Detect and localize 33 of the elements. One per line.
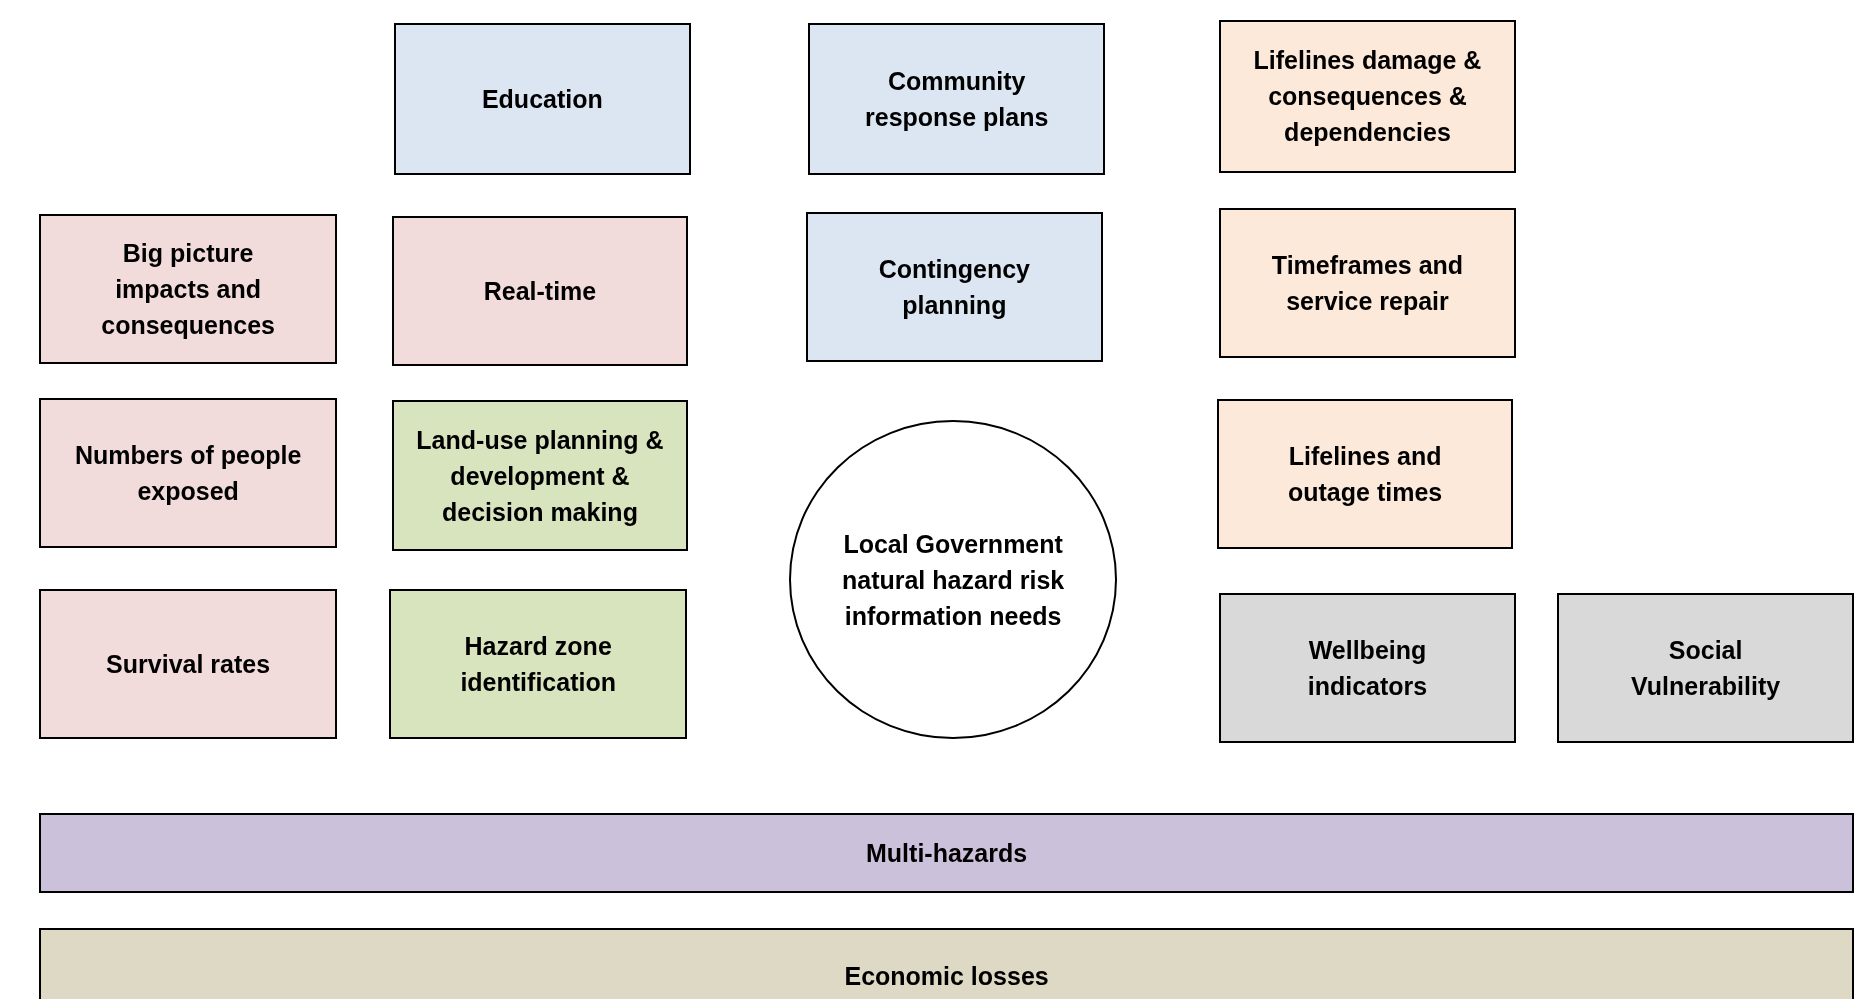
box-label: Local Government natural hazard risk information needs: [840, 528, 1066, 632]
box-label: Social Vulnerability: [1630, 634, 1782, 702]
box-label: Real-time: [483, 275, 597, 307]
topic-box: [1216, 398, 1514, 549]
box-label: Numbers of people exposed: [73, 439, 303, 507]
box-label: Contingency planning: [877, 253, 1032, 321]
topic-box: [1219, 592, 1516, 743]
topic-box: [808, 22, 1105, 175]
topic-band: [39, 927, 1854, 999]
topic-box: [39, 214, 337, 365]
box-label: Lifelines damage & consequences & dependencies: [1252, 45, 1483, 149]
topic-band: [39, 813, 1854, 893]
box-label: Wellbeing indicators: [1306, 634, 1429, 702]
topic-box: [391, 215, 689, 366]
topic-box: [1219, 20, 1516, 173]
topic-box: [39, 589, 337, 740]
topic-box: [391, 400, 689, 552]
box-label: Multi-hazards: [866, 838, 1028, 870]
box-label: Community response plans: [864, 65, 1050, 133]
topic-box: [39, 397, 337, 548]
topic-box: [389, 589, 687, 740]
box-label: Land-use planning & development & decision making: [415, 424, 665, 528]
topic-box: [394, 22, 691, 175]
box-label: Big picture impacts and consequences: [100, 238, 276, 342]
box-label: Economic losses: [844, 960, 1049, 992]
box-label: Education: [481, 83, 603, 115]
topic-box: [1557, 592, 1854, 743]
box-label: Survival rates: [106, 649, 271, 681]
box-label: Lifelines and outage times: [1287, 440, 1444, 508]
box-label: Hazard zone identification: [459, 631, 617, 699]
topic-box: [806, 211, 1103, 362]
topic-box: [1219, 208, 1516, 359]
box-label: Timeframes and service repair: [1270, 250, 1465, 318]
